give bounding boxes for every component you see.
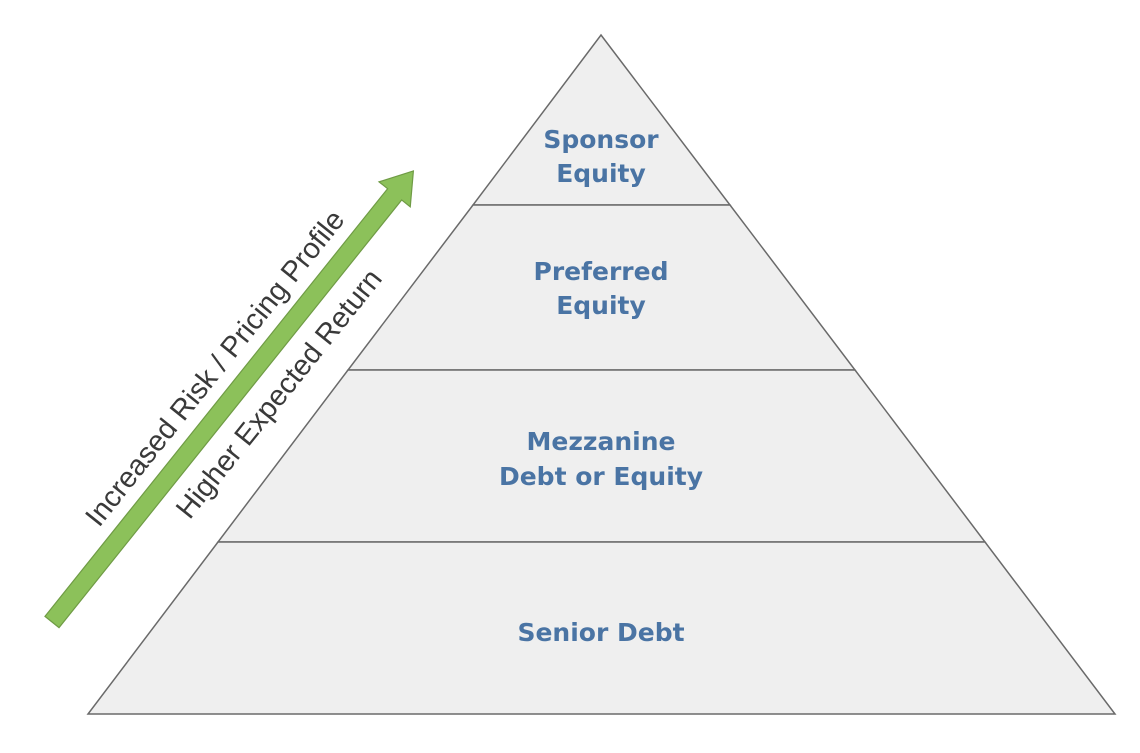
- tier-label: Equity: [556, 159, 646, 188]
- tier-senior-debt: [86, 541, 1117, 715]
- arrow-up-icon: [44, 170, 415, 629]
- tier-label: Senior Debt: [517, 618, 684, 647]
- tier-label: Preferred: [534, 257, 669, 286]
- tier-mezzanine: [216, 369, 987, 543]
- tier-preferred-equity: [346, 204, 857, 371]
- tier-label: Debt or Equity: [499, 462, 703, 491]
- tier-label: Mezzanine: [527, 427, 676, 456]
- tier-label: Sponsor: [543, 125, 659, 154]
- tier-label: Equity: [556, 291, 646, 320]
